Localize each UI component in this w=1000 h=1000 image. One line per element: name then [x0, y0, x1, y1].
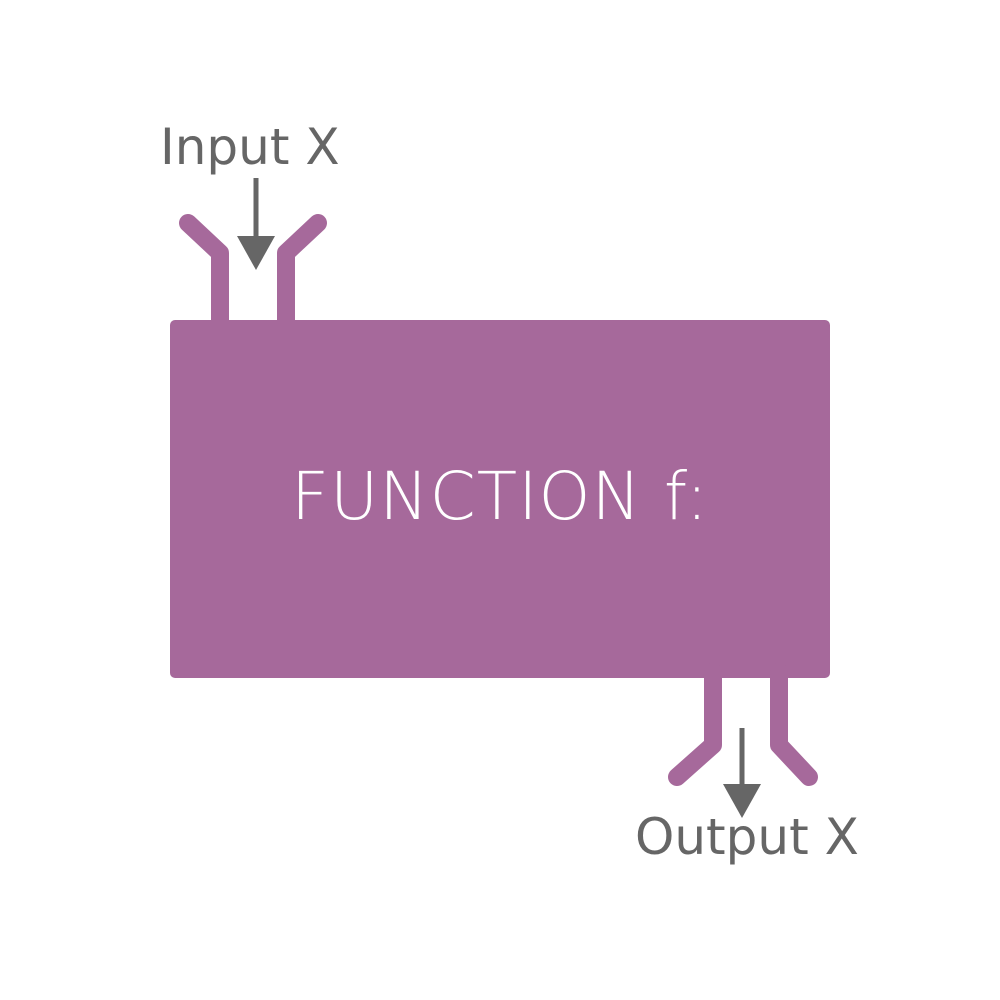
input-funnel-right-arm: [277, 214, 327, 337]
arrow-down-icon: [723, 728, 761, 818]
output-funnel: [668, 663, 818, 786]
arrow-down-icon: [237, 178, 275, 270]
output-arrow-head: [723, 784, 761, 818]
function-title: FUNCTION f:: [291, 458, 709, 535]
input-funnel-left-arm: [179, 214, 229, 337]
output-label: Output X: [635, 808, 859, 866]
input-label: Input X: [160, 118, 340, 176]
input-funnel: [179, 214, 327, 337]
output-funnel-left-arm: [668, 663, 722, 786]
input-arrow-head: [237, 236, 275, 270]
function-box: [170, 320, 830, 678]
output-funnel-right-arm: [770, 663, 818, 786]
